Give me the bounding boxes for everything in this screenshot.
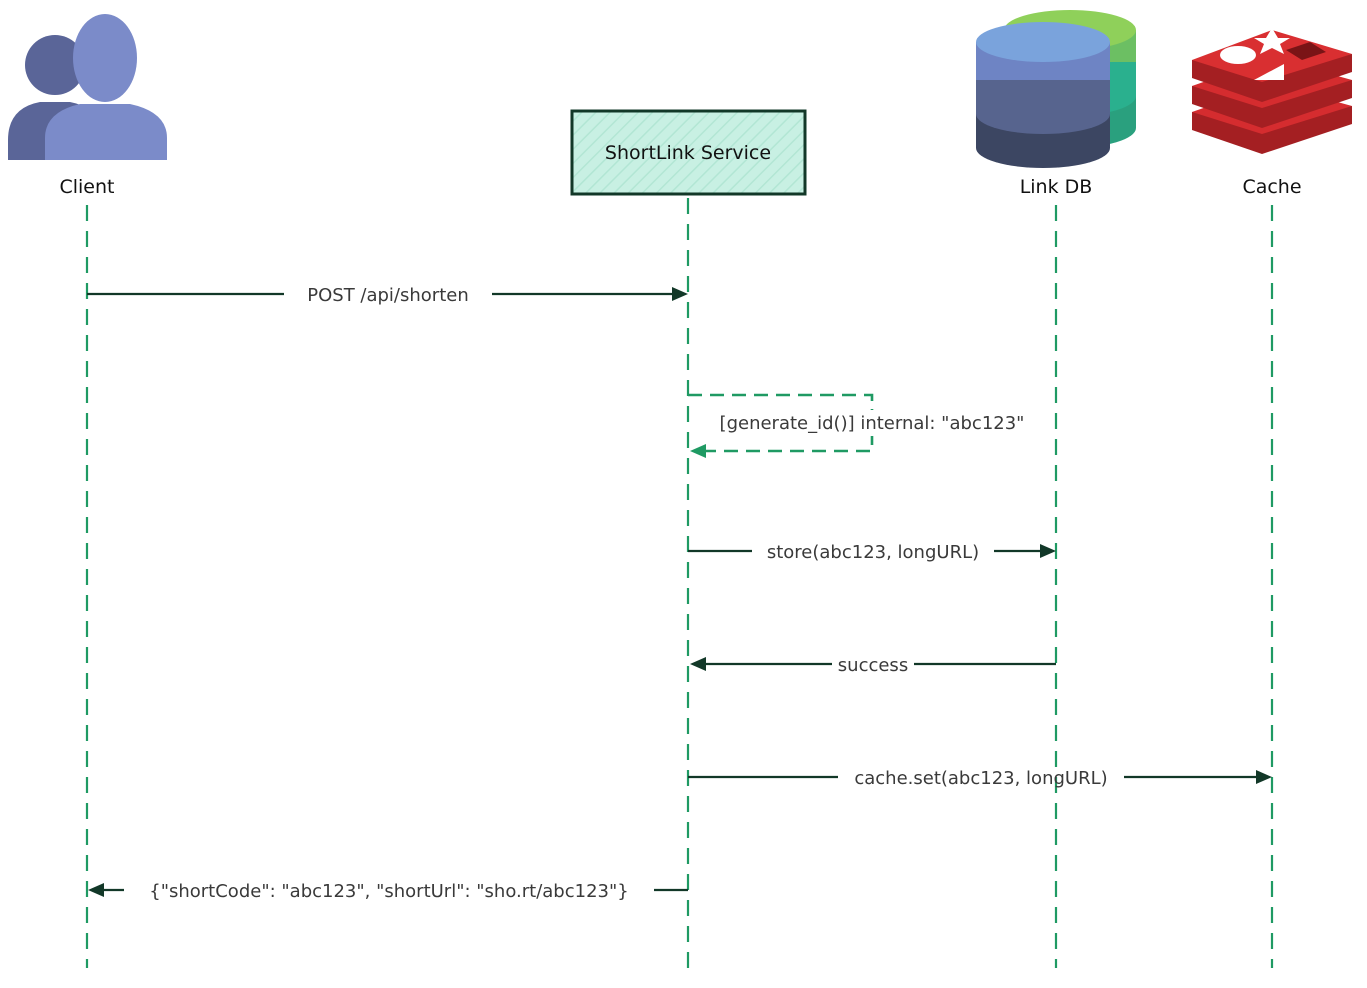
- message-generate-id: [generate_id()] internal: "abc123": [688, 393, 1040, 458]
- message-label: store(abc123, longURL): [767, 542, 979, 563]
- message-post-shorten: POST /api/shorten: [87, 285, 688, 306]
- participant-cache-label: Cache: [1242, 176, 1301, 198]
- message-label: success: [838, 655, 908, 676]
- message-success: success: [690, 655, 1056, 676]
- service-box: [570, 109, 807, 196]
- participant-client-label: Client: [59, 176, 114, 198]
- message-label: {"shortCode": "abc123", "shortUrl": "sho…: [149, 881, 628, 902]
- message-label: [generate_id()] internal: "abc123": [720, 413, 1025, 434]
- message-label: cache.set(abc123, longURL): [854, 768, 1107, 789]
- participant-db-label: Link DB: [1020, 176, 1093, 198]
- message-store: store(abc123, longURL): [688, 542, 1056, 563]
- message-cache-set: cache.set(abc123, longURL): [688, 768, 1272, 789]
- lifelines: [85, 198, 1274, 978]
- message-response: {"shortCode": "abc123", "shortUrl": "sho…: [88, 881, 688, 902]
- redis-icon: [1192, 28, 1352, 154]
- participant-service-label: ShortLink Service: [605, 142, 771, 164]
- message-label: POST /api/shorten: [307, 285, 469, 306]
- users-icon: [8, 14, 167, 160]
- database-icon: [976, 10, 1136, 168]
